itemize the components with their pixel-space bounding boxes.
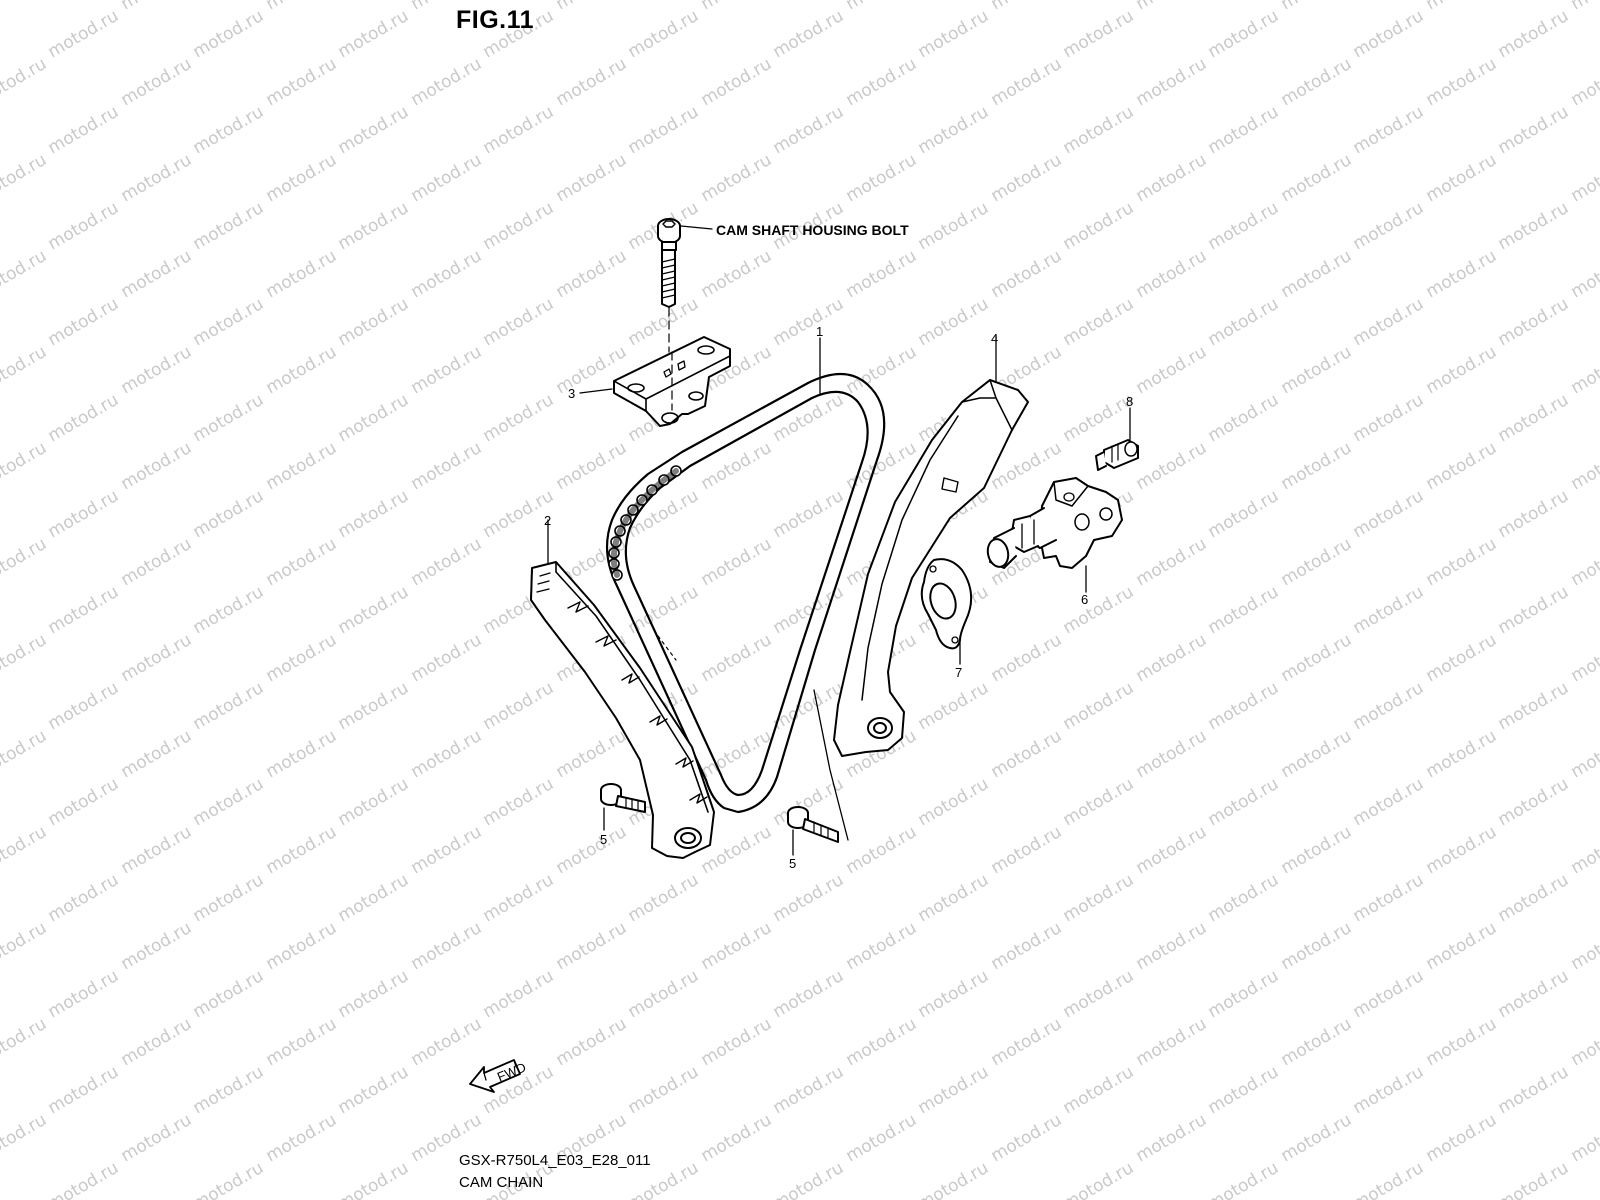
guide-bolt-right — [787, 806, 839, 856]
tensioner-gasket — [920, 558, 973, 665]
figure-code: GSX-R750L4_E03_E28_011 — [459, 1152, 651, 1169]
figure-name: CAM CHAIN — [459, 1174, 544, 1191]
callout-4: 4 — [991, 331, 998, 346]
callout-5-left: 5 — [600, 832, 607, 847]
figure-title: FIG.11 — [456, 6, 535, 34]
callout-6: 6 — [1081, 592, 1088, 607]
callout-1: 1 — [816, 324, 823, 339]
guide-bolt-left — [600, 783, 646, 831]
chain-guide-right — [833, 335, 1029, 757]
callout-7: 7 — [955, 665, 962, 680]
fwd-arrow-icon: FWD — [469, 1059, 528, 1093]
fwd-label: FWD — [495, 1059, 528, 1084]
tensioner-bolt — [1095, 407, 1139, 471]
bolt-label: CAM SHAFT HOUSING BOLT — [716, 222, 909, 238]
cam-shaft-housing-bolt — [657, 218, 713, 353]
chain-guide-bracket — [613, 336, 731, 427]
callout-3: 3 — [568, 386, 575, 401]
callout-5-right: 5 — [789, 856, 796, 871]
chain-guide-left — [530, 519, 715, 859]
callout-8: 8 — [1126, 394, 1133, 409]
chain-tensioner — [986, 477, 1123, 593]
cam-chain — [605, 337, 886, 814]
callout-2: 2 — [544, 513, 551, 528]
